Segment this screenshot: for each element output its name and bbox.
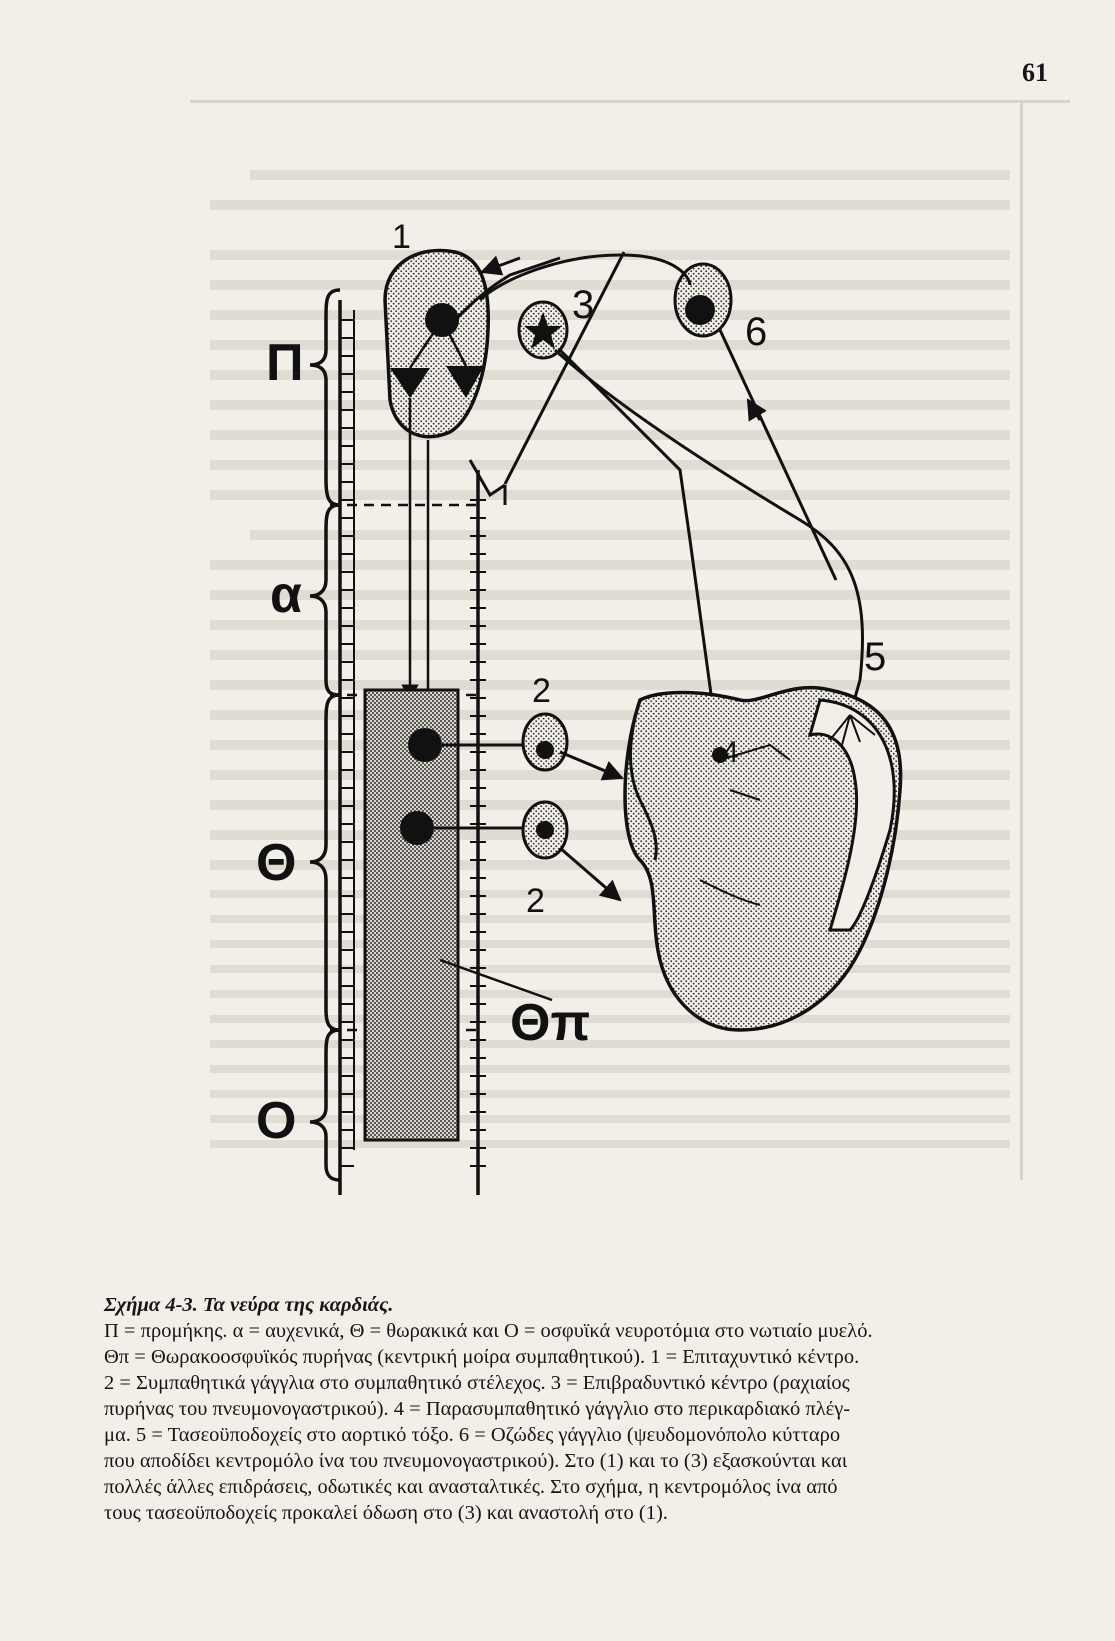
parasympathetic-ganglion (712, 747, 728, 763)
caption-line: πολλές άλλες επιδράσεις, οδωτικές και αν… (104, 1476, 838, 1498)
preganglionic-neuron-upper (408, 728, 442, 762)
nodose-ganglion-neuron (685, 295, 715, 325)
vagal-and-afferent-fibres (453, 251, 864, 761)
medulla-oval (383, 248, 490, 439)
heart (623, 685, 903, 1032)
label-5: 5 (864, 635, 886, 679)
label-2-lower: 2 (526, 882, 545, 920)
medulla-interneuron-left (390, 368, 430, 398)
page-number: 61 (1022, 58, 1048, 87)
segment-brackets (309, 288, 341, 1182)
caption-line: πυρήνας του πνευμονογαστρικού). 4 = Παρα… (104, 1398, 851, 1420)
label-4: 4 (722, 736, 739, 769)
caption-title: Σχήμα 4-3. Τα νεύρα της καρδιάς. (104, 1294, 394, 1316)
cord-ticks (340, 319, 486, 1167)
caption-line: Π = προμήκης. α = αυχενικά, Θ = θωρακικά… (104, 1320, 873, 1342)
preganglionic-neuron-lower (400, 811, 434, 845)
label-pi: Π (266, 334, 304, 392)
medulla-interneuron-right (446, 366, 484, 398)
caption-line: μα. 5 = Τασεοϋποδοχείς στο αορτικό τόξο.… (104, 1424, 841, 1446)
label-alpha: α (270, 566, 302, 624)
caption-line: Θπ = Θωρακοοσφυϊκός πυρήνας (κεντρική μο… (104, 1346, 860, 1368)
caption-line: τους τασεοϋποδοχείς προκαλεί όδωση στο (… (104, 1502, 668, 1524)
label-2-upper: 2 (532, 672, 551, 710)
caption-line: 2 = Συμπαθητικά γάγγλια στο συμπαθητικό … (104, 1372, 850, 1394)
label-3: 3 (572, 283, 594, 327)
label-omicron: Ο (256, 1092, 296, 1150)
label-1: 1 (392, 218, 411, 256)
label-theta: Θ (256, 834, 296, 892)
figure-caption: Σχήμα 4-3. Τα νεύρα της καρδιάς. Π = προ… (104, 1292, 1044, 1526)
caption-line: που αποδίδει κεντρομόλο ίνα του πνευμονο… (104, 1450, 848, 1472)
label-theta-pi: Θπ (510, 994, 590, 1052)
baroreceptor-branches (829, 714, 876, 746)
label-6: 6 (745, 310, 767, 354)
thoracolumbar-nucleus-column (363, 688, 460, 1142)
decelerator-centre-star (524, 312, 562, 349)
